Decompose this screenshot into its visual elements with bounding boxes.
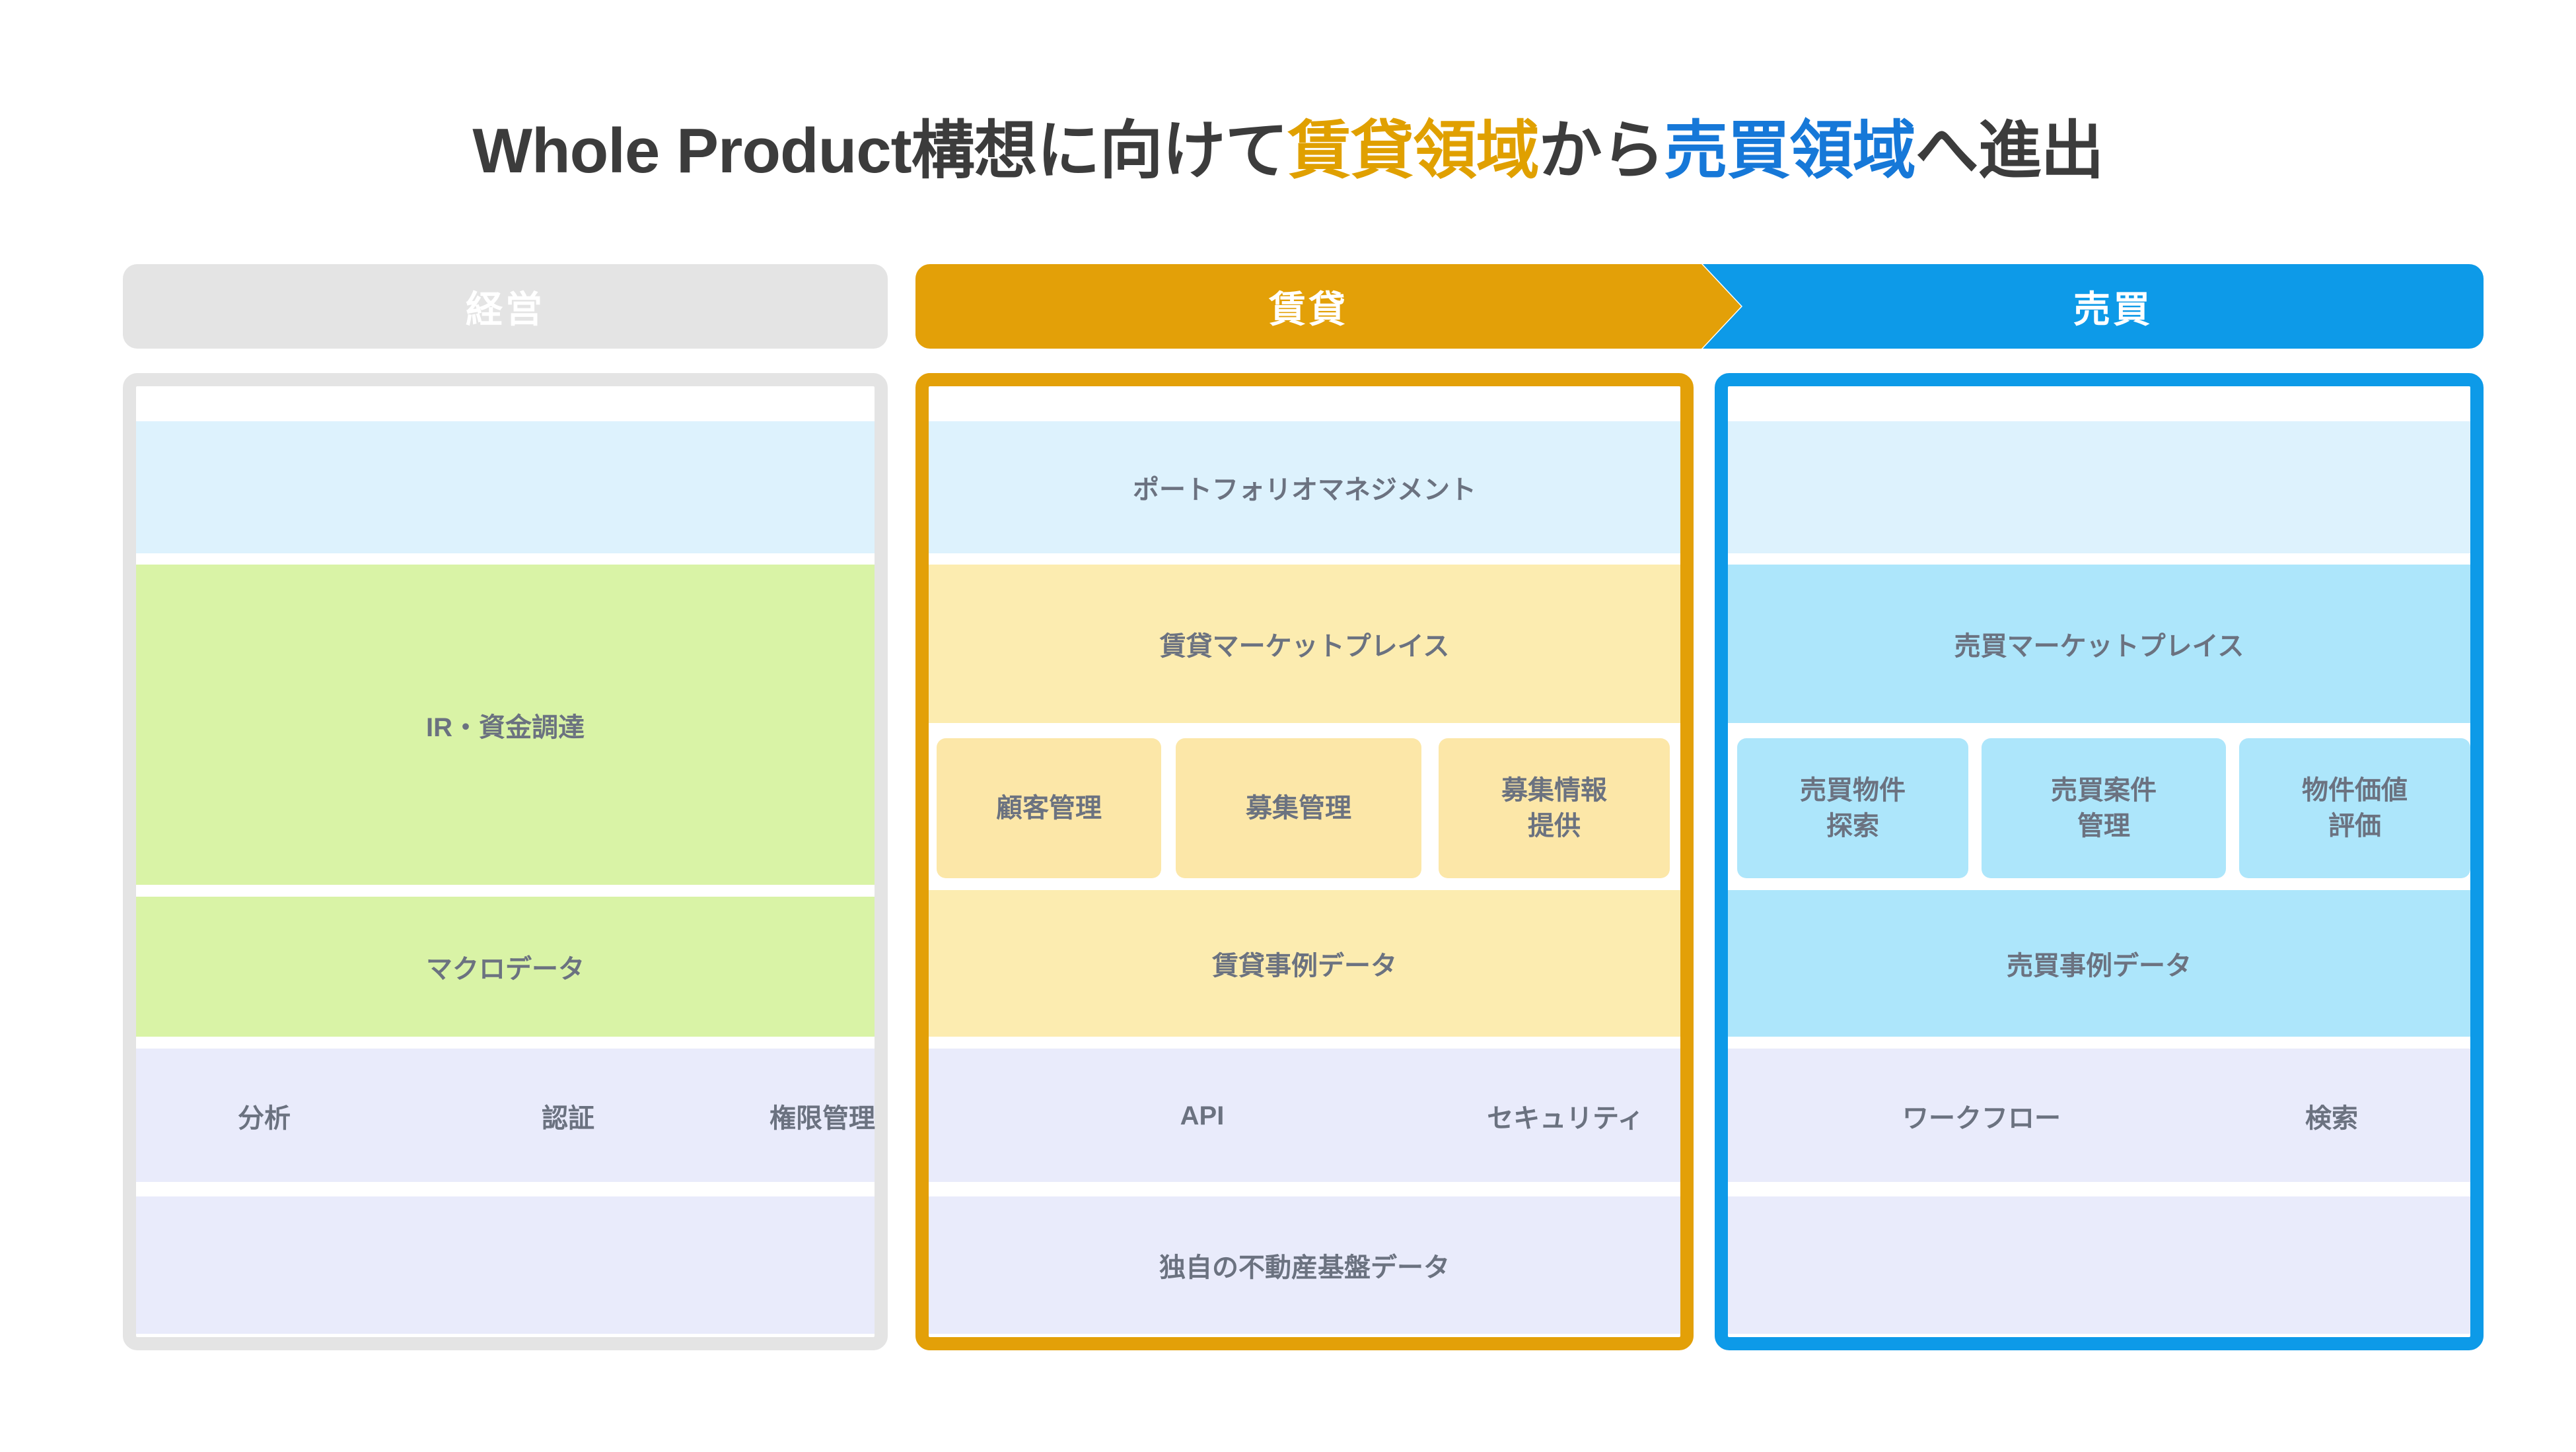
column-header-keiei: 経営	[123, 264, 888, 349]
subbox-baibai-2-label: 売買案件 管理	[2051, 776, 2157, 841]
band-row-basedata-baibai	[1728, 1196, 2470, 1334]
label-platform-keiei-1: 分析	[159, 1083, 370, 1149]
subbox-baibai-3-label: 物件価値 評価	[2302, 776, 2408, 841]
subbox-chintai-1[interactable]: 顧客管理	[937, 738, 1161, 878]
label-platform-keiei-3-text: 権限管理	[769, 1104, 875, 1133]
title-part-3: へ進出	[1915, 116, 2104, 186]
band-row-marketplace-chintai	[929, 565, 1680, 723]
label-platform-chintai-1-text: API	[1180, 1101, 1225, 1130]
subbox-baibai-2[interactable]: 売買案件 管理	[1982, 738, 2226, 878]
column-frame-chintai	[915, 373, 1694, 1350]
band-row-basedata-chintai	[929, 1196, 1680, 1334]
label-casedata-baibai: 売買事例データ	[1728, 890, 2470, 1037]
label-casedata-baibai-text: 売買事例データ	[2007, 951, 2192, 981]
label-casedata-keiei: マクロデータ	[136, 897, 875, 1037]
subbox-chintai-2[interactable]: 募集管理	[1176, 738, 1421, 878]
label-basedata-chintai-text: 独自の不動産基盤データ	[1159, 1253, 1450, 1282]
title-part-1: Whole Product構想に向けて	[472, 116, 1288, 186]
band-row-portfolio-keiei	[136, 421, 875, 553]
label-casedata-chintai: 賃貸事例データ	[929, 890, 1680, 1037]
title-blue-highlight: 売買領域	[1664, 116, 1916, 186]
subbox-chintai-3[interactable]: 募集情報 提供	[1439, 738, 1670, 878]
column-header-chintai-label: 賃貸	[1269, 288, 1348, 330]
band-row-marketplace-keiei	[136, 565, 875, 885]
band-row-marketplace-baibai	[1728, 565, 2470, 723]
column-header-keiei-label: 経営	[466, 288, 545, 330]
band-row-basedata-keiei	[136, 1196, 875, 1334]
label-marketplace-baibai-text: 売買マーケットプレイス	[1954, 632, 2244, 661]
label-marketplace-chintai: 賃貸マーケットプレイス	[929, 565, 1680, 723]
band-row-platform-keiei	[136, 1049, 875, 1182]
subbox-baibai-1[interactable]: 売買物件 探索	[1737, 738, 1968, 878]
label-platform-keiei-3: 権限管理	[769, 1083, 981, 1149]
band-row-platform-baibai	[1728, 1049, 2470, 1182]
column-frame-keiei	[123, 373, 888, 1350]
label-portfolio-chintai: ポートフォリオマネジメント	[929, 421, 1680, 553]
label-platform-baibai-1: ワークフロー	[1856, 1083, 2107, 1149]
label-platform-keiei-1-text: 分析	[238, 1104, 291, 1133]
label-platform-chintai-2: セキュリティ	[1440, 1083, 1691, 1149]
label-casedata-chintai-text: 賃貸事例データ	[1212, 951, 1397, 981]
column-header-chintai-arrow: 賃貸	[915, 264, 1741, 349]
column-header-baibai-arrow: 売買	[1703, 264, 2484, 349]
label-marketplace-keiei-text: IR・資金調達	[426, 712, 585, 742]
title-amber-highlight: 賃貸領域	[1287, 116, 1540, 186]
subbox-chintai-3-label: 募集情報 提供	[1501, 776, 1607, 841]
label-basedata-chintai: 独自の不動産基盤データ	[929, 1196, 1680, 1334]
page-title: Whole Product構想に向けて賃貸領域から売買領域へ進出	[0, 99, 2576, 191]
subbox-chintai-2-label: 募集管理	[1246, 794, 1351, 823]
label-platform-keiei-2: 認証	[462, 1083, 674, 1149]
band-row-portfolio-baibai	[1728, 421, 2470, 553]
band-row-casedata-chintai	[929, 890, 1680, 1037]
title-part-2: から	[1538, 116, 1665, 186]
subbox-baibai-1-label: 売買物件 探索	[1800, 776, 1906, 841]
band-row-platform-chintai	[929, 1049, 1680, 1182]
subbox-chintai-1-label: 顧客管理	[996, 794, 1102, 823]
label-marketplace-chintai-text: 賃貸マーケットプレイス	[1159, 632, 1450, 661]
label-platform-baibai-1-text: ワークフロー	[1902, 1104, 2061, 1133]
label-marketplace-keiei: IR・資金調達	[136, 565, 875, 885]
column-frame-baibai	[1715, 373, 2484, 1350]
subbox-baibai-3[interactable]: 物件価値 評価	[2239, 738, 2470, 878]
band-row-portfolio-chintai	[929, 421, 1680, 553]
label-casedata-keiei-text: マクロデータ	[426, 955, 585, 984]
label-portfolio-chintai-text: ポートフォリオマネジメント	[1133, 475, 1476, 504]
label-platform-baibai-2: 検索	[2219, 1083, 2444, 1149]
label-marketplace-baibai: 売買マーケットプレイス	[1728, 565, 2470, 723]
label-platform-baibai-2-text: 検索	[2305, 1104, 2358, 1133]
column-header-baibai-label: 売買	[2073, 288, 2153, 330]
label-platform-keiei-2-text: 認証	[542, 1104, 594, 1133]
band-row-casedata-keiei	[136, 897, 875, 1037]
label-platform-chintai-1: API	[1096, 1083, 1308, 1149]
band-row-casedata-baibai	[1728, 890, 2470, 1037]
label-platform-chintai-2-text: セキュリティ	[1487, 1104, 1644, 1133]
